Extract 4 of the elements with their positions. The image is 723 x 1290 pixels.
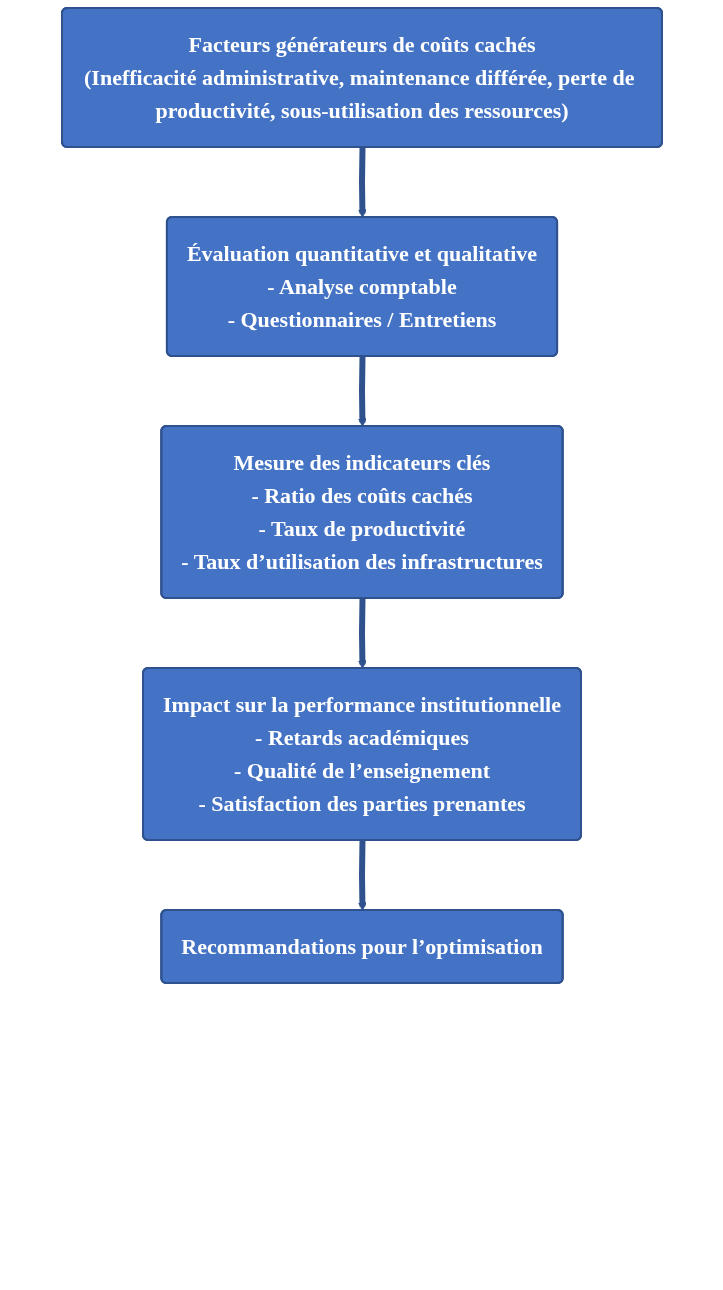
arrow — [357, 147, 367, 218]
arrow — [357, 598, 367, 669]
arrow — [357, 356, 367, 427]
arrow — [357, 840, 367, 911]
